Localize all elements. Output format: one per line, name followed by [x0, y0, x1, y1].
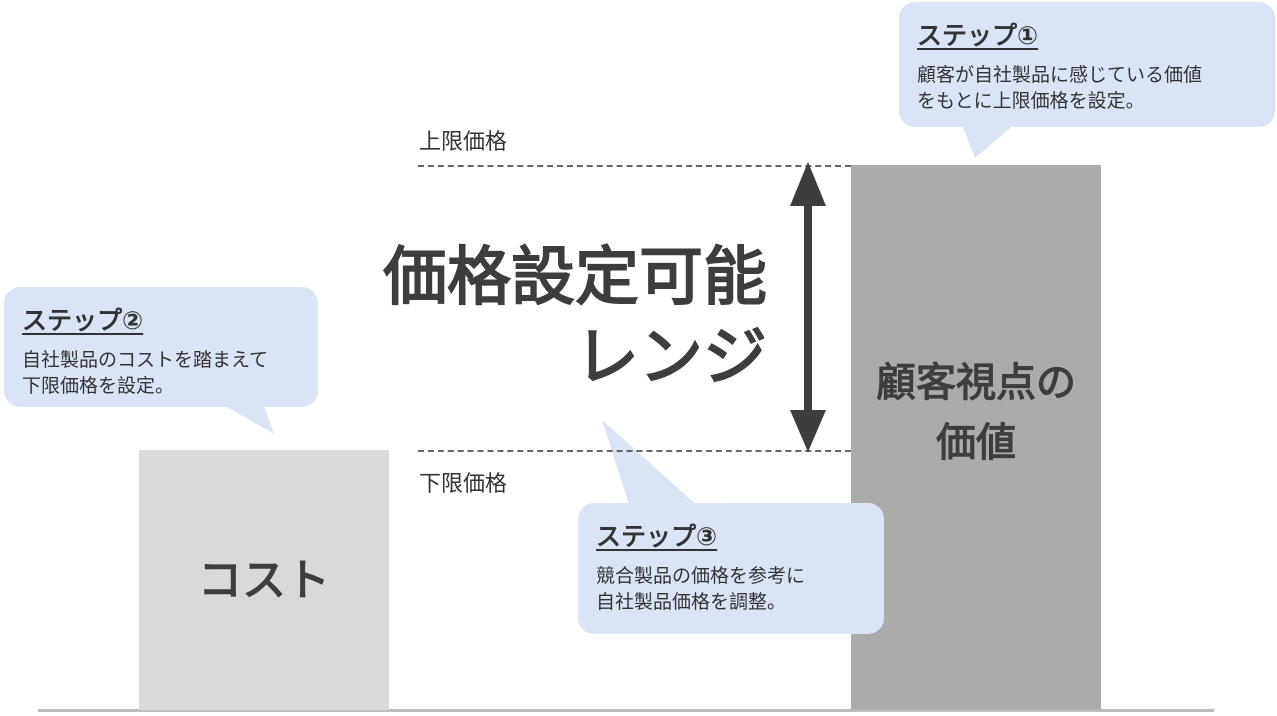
price-range-title-line2: レンジ — [575, 321, 767, 395]
callout-step2-body: 自社製品のコストを踏まえて 下限価格を設定。 — [22, 347, 300, 399]
upper-limit-line — [418, 165, 851, 167]
callout-tail-step2 — [215, 400, 274, 434]
callout-tail-step1 — [960, 120, 1020, 158]
callout-step3-line1: 競合製品の価格を参考に — [596, 565, 806, 587]
callout-tail-step3 — [602, 420, 700, 508]
customer-value-bar-label: 顧客視点の 価値 — [876, 353, 1076, 473]
lower-limit-label: 下限価格 — [419, 472, 508, 497]
arrow-head-top — [790, 162, 826, 206]
customer-value-bar: 顧客視点の 価値 — [851, 165, 1101, 710]
upper-limit-label: 上限価格 — [419, 130, 508, 155]
customer-value-label-line1: 顧客視点の — [876, 359, 1076, 406]
callout-step1-line2: をもとに上限価格を設定。 — [917, 90, 1145, 112]
callout-step2-title: ステップ② — [22, 306, 144, 335]
callout-step2-line1: 自社製品のコストを踏まえて — [22, 349, 269, 371]
price-range-title-line1: 価格設定可能 — [383, 241, 767, 315]
arrow-shaft — [804, 200, 812, 416]
lower-limit-line — [418, 450, 851, 452]
callout-step3: ステップ③ 競合製品の価格を参考に 自社製品価格を調整。 — [578, 503, 884, 634]
arrow-head-bottom — [790, 410, 826, 452]
chart-baseline — [38, 709, 1214, 712]
double-headed-vertical-arrow-icon — [790, 162, 826, 452]
callout-step3-body: 競合製品の価格を参考に 自社製品価格を調整。 — [596, 563, 866, 615]
callout-step3-line2: 自社製品価格を調整。 — [596, 591, 787, 613]
callout-step1-title: ステップ① — [917, 21, 1039, 50]
callout-step3-title: ステップ③ — [596, 522, 718, 551]
customer-value-label-line2: 価値 — [936, 419, 1016, 466]
callout-step2-line2: 下限価格を設定。 — [22, 375, 175, 397]
callout-step2: ステップ② 自社製品のコストを踏まえて 下限価格を設定。 — [4, 287, 318, 407]
price-range-title: 価格設定可能 レンジ — [383, 238, 767, 398]
callout-step1: ステップ① 顧客が自社製品に感じている価値 をもとに上限価格を設定。 — [899, 2, 1275, 127]
callout-step1-line1: 顧客が自社製品に感じている価値 — [917, 64, 1203, 86]
cost-bar: コスト — [139, 450, 389, 710]
callout-step1-body: 顧客が自社製品に感じている価値 をもとに上限価格を設定。 — [917, 62, 1257, 114]
cost-bar-label: コスト — [198, 555, 330, 606]
